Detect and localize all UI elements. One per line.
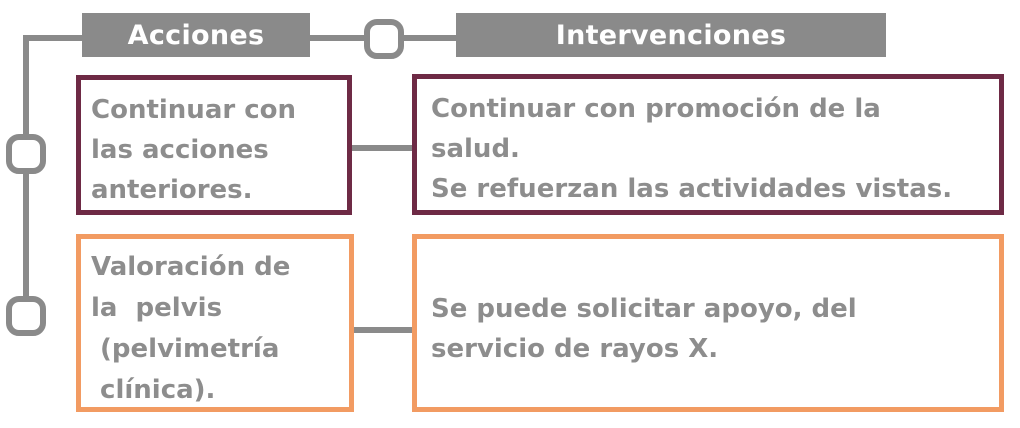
row2-accion-line: la pelvis [91, 293, 223, 323]
row1-accion-line: anteriores. [91, 175, 253, 205]
spine-node-row2 [6, 296, 46, 336]
header-acciones-label: Acciones [127, 19, 265, 51]
header-intervenciones-label: Intervenciones [555, 19, 787, 51]
row1-intervencion-line: salud. [431, 134, 520, 164]
spine-line [23, 38, 29, 315]
row1-intervencion-line: Se refuerzan las actividades vistas. [431, 174, 953, 204]
row1-accion-line: las acciones [91, 135, 269, 165]
row2-intervencion-line: servicio de rayos X. [431, 334, 719, 364]
row1-intervencion-box: Continuar con promoción de la salud. Se … [412, 74, 1004, 215]
header-acciones: Acciones [82, 13, 310, 57]
row1-accion-line: Continuar con [91, 95, 297, 125]
row2-connector-line [352, 327, 414, 333]
row2-accion-box: Valoración de la pelvis (pelvimetría clí… [76, 234, 354, 412]
row2-intervencion-line: Se puede solicitar apoyo, del [431, 294, 857, 324]
row2-accion-line: Valoración de [91, 252, 291, 282]
row2-accion-line: (pelvimetría [91, 334, 280, 364]
top-connector-line [23, 35, 83, 41]
row1-accion-box: Continuar con las acciones anteriores. [76, 75, 352, 215]
header-connector-node [364, 19, 404, 59]
header-intervenciones: Intervenciones [456, 13, 886, 57]
spine-node-row1 [6, 134, 46, 174]
row2-intervencion-box: Se puede solicitar apoyo, del servicio d… [412, 234, 1004, 412]
row1-connector-line [352, 145, 414, 151]
row2-accion-line: clínica). [91, 375, 216, 405]
row1-intervencion-line: Continuar con promoción de la [431, 94, 881, 124]
